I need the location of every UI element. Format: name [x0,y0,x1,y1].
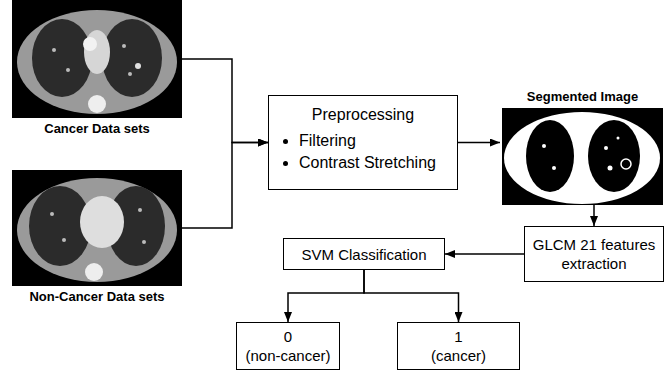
vessel-dot [604,146,608,150]
nodule-ring [621,159,631,169]
box-label: SVM Classification [301,245,426,264]
box-label: (non-cancer) [245,346,330,365]
body-section [17,178,177,282]
connector-arrow [182,59,268,143]
vessel-dot [542,144,546,148]
spine [85,263,103,281]
connector-arrow [364,270,459,322]
vessel-dot [552,166,556,170]
vessel-dot [122,44,126,48]
connector-arrow [458,142,500,144]
process-box: PreprocessingFilteringContrast Stretchin… [268,95,458,190]
body-section [17,10,177,114]
ct-scan-non-cancer [12,170,182,286]
vessel-dot [138,208,142,212]
lung [32,19,92,97]
image-caption: Non-Cancer Data sets [12,289,182,305]
image-caption: Cancer Data sets [12,121,182,137]
vessel-dot [52,48,56,52]
box-title: Preprocessing [277,104,449,126]
vessel-dot [66,68,70,72]
process-box: GLCM 21 features extraction [524,226,664,282]
box-label: 1 [454,327,462,346]
vessel-dot [608,166,613,171]
output-box: 1(cancer) [397,322,520,370]
connector-arrow [288,270,364,322]
bullet-item: Filtering [299,130,449,152]
scan-ground [502,108,663,205]
spine [88,95,106,113]
vessel-dot [62,238,66,242]
body-mask [504,112,660,204]
vessel [83,37,97,51]
output-box: 0(non-cancer) [236,322,340,370]
box-label: (cancer) [431,346,486,365]
mediastinum [84,30,110,74]
scan-ground [12,170,182,286]
box-label: GLCM 21 features extraction [531,235,657,273]
vessel-dot [617,137,620,140]
vessel-dot [142,240,146,244]
ct-scan-cancer [12,0,182,118]
dataset-image: Cancer Data sets [12,0,182,137]
vessel-dot [50,212,54,216]
bullet-list: FilteringContrast Stretching [277,130,449,174]
bullet-item: Contrast Stretching [299,152,449,174]
connector-arrow [593,205,595,226]
result-image: Segmented Image [500,88,665,205]
dataset-image: Non-Cancer Data sets [12,170,182,305]
vessel-dot [128,72,132,76]
scan-ground [12,0,182,118]
segmented-scan [502,108,663,205]
process-box: SVM Classification [283,238,445,270]
heart [80,196,124,248]
connector-arrow [445,253,524,255]
connector-arrow [182,143,268,229]
nodule [135,63,141,69]
box-label: 0 [284,327,292,346]
lung-mask [588,120,640,192]
image-caption: Segmented Image [500,88,665,106]
lung [102,19,162,97]
lung-mask [526,120,574,192]
